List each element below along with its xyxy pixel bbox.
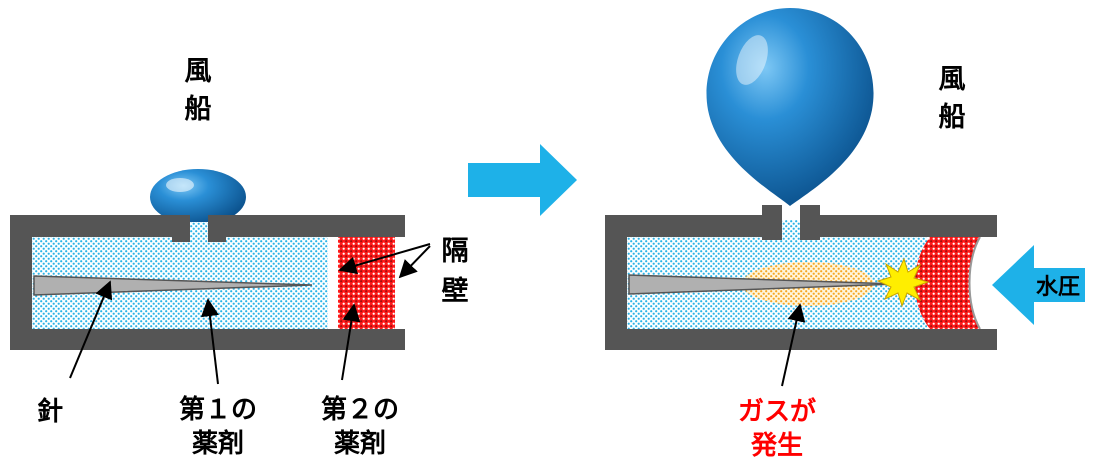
partition-label-2: 壁 <box>442 276 469 307</box>
needle-label: 針 <box>37 396 63 427</box>
agent1-label-1: 第１の <box>179 394 257 425</box>
partition-pointer-2 <box>398 245 431 279</box>
water-pressure-arrow <box>992 245 1085 325</box>
partition-pointer-1 <box>338 243 431 275</box>
agent2-label-1: 第２の <box>321 394 399 425</box>
needle-pointer <box>69 280 113 379</box>
left-wall <box>10 215 405 350</box>
water-pressure-label: 水圧 <box>1036 275 1080 300</box>
agent2-pointer <box>341 303 361 381</box>
partition-label-1: 隔 <box>442 236 469 267</box>
right-needle <box>628 274 897 295</box>
right-device: 水圧 風 船 ガスが 発生 <box>605 8 1085 461</box>
agent1-pointer <box>200 298 219 385</box>
right-wall <box>605 205 997 350</box>
agent2-label-2: 薬剤 <box>334 428 386 459</box>
transition-arrow <box>468 144 577 216</box>
left-device: 風 船 隔 壁 針 第１の 薬剤 第２の 薬剤 <box>10 56 469 459</box>
spark-icon <box>876 257 930 308</box>
left-balloon-label-1: 風 <box>185 56 212 87</box>
gas-pointer <box>781 303 806 387</box>
gas-label-1: ガスが <box>738 396 816 427</box>
left-agent2-chamber <box>338 237 395 329</box>
agent1-label-2: 薬剤 <box>192 428 244 459</box>
right-balloon-label-2: 船 <box>939 101 966 133</box>
left-balloon-label-2: 船 <box>185 93 212 125</box>
gas-label-2: 発生 <box>750 431 803 461</box>
right-agent2-chamber <box>915 237 980 329</box>
right-balloon-label-1: 風 <box>939 64 966 95</box>
right-balloon <box>706 8 874 206</box>
